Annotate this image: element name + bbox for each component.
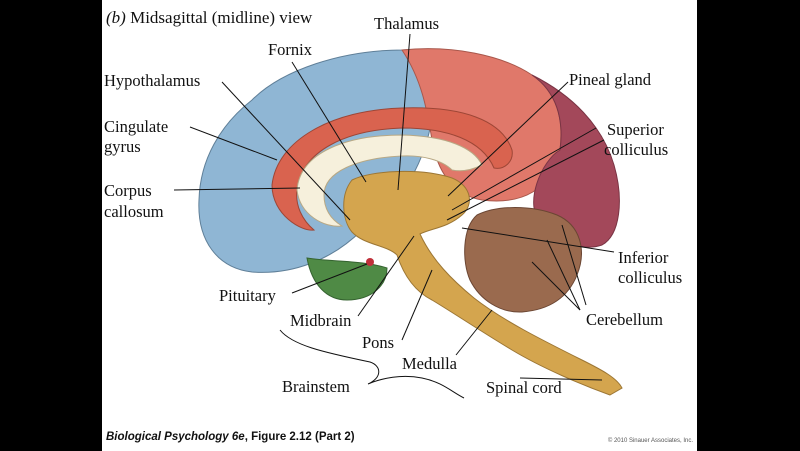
copyright-notice: © 2010 Sinauer Associates, Inc. bbox=[607, 438, 693, 444]
title-text: Midsagittal (midline) view bbox=[130, 8, 313, 27]
label-inferior-1: Inferior bbox=[618, 248, 669, 267]
label-fornix: Fornix bbox=[268, 40, 313, 59]
cingulate-gyrus bbox=[271, 107, 513, 231]
book-title: Biological Psychology 6e bbox=[106, 431, 245, 443]
label-brainstem: Brainstem bbox=[282, 377, 350, 396]
label-pituitary: Pituitary bbox=[219, 286, 276, 305]
figure-slide: (b) Midsagittal (midline) view bbox=[102, 0, 697, 451]
label-inferior-2: colliculus bbox=[618, 268, 683, 287]
temporal-limbic bbox=[306, 257, 388, 301]
label-spinal-cord: Spinal cord bbox=[486, 378, 562, 397]
figure-title: (b) Midsagittal (midline) view bbox=[106, 8, 312, 28]
label-thalamus: Thalamus bbox=[374, 14, 440, 33]
label-midbrain: Midbrain bbox=[290, 311, 352, 330]
cerebellum-shape bbox=[464, 207, 582, 313]
brain-illustration bbox=[173, 33, 623, 399]
panel-letter: (b) bbox=[106, 8, 126, 27]
label-cingulate-2: gyrus bbox=[104, 137, 141, 156]
label-cerebellum: Cerebellum bbox=[586, 310, 663, 329]
pituitary-gland bbox=[366, 258, 374, 266]
label-cingulate-1: Cingulate bbox=[104, 117, 169, 136]
label-pons: Pons bbox=[362, 333, 395, 352]
label-superior-2: colliculus bbox=[604, 140, 669, 159]
figure-reference: , Figure 2.12 (Part 2) bbox=[244, 431, 355, 443]
figure-caption: Biological Psychology 6e, Figure 2.12 (P… bbox=[106, 431, 355, 443]
label-superior-1: Superior bbox=[607, 120, 664, 139]
label-corpus-2: callosum bbox=[104, 202, 164, 221]
label-medulla: Medulla bbox=[402, 354, 457, 373]
label-corpus-1: Corpus bbox=[104, 181, 152, 200]
label-pineal-gland: Pineal gland bbox=[569, 70, 652, 89]
label-hypothalamus: Hypothalamus bbox=[104, 71, 201, 90]
leader-lines bbox=[173, 33, 615, 399]
